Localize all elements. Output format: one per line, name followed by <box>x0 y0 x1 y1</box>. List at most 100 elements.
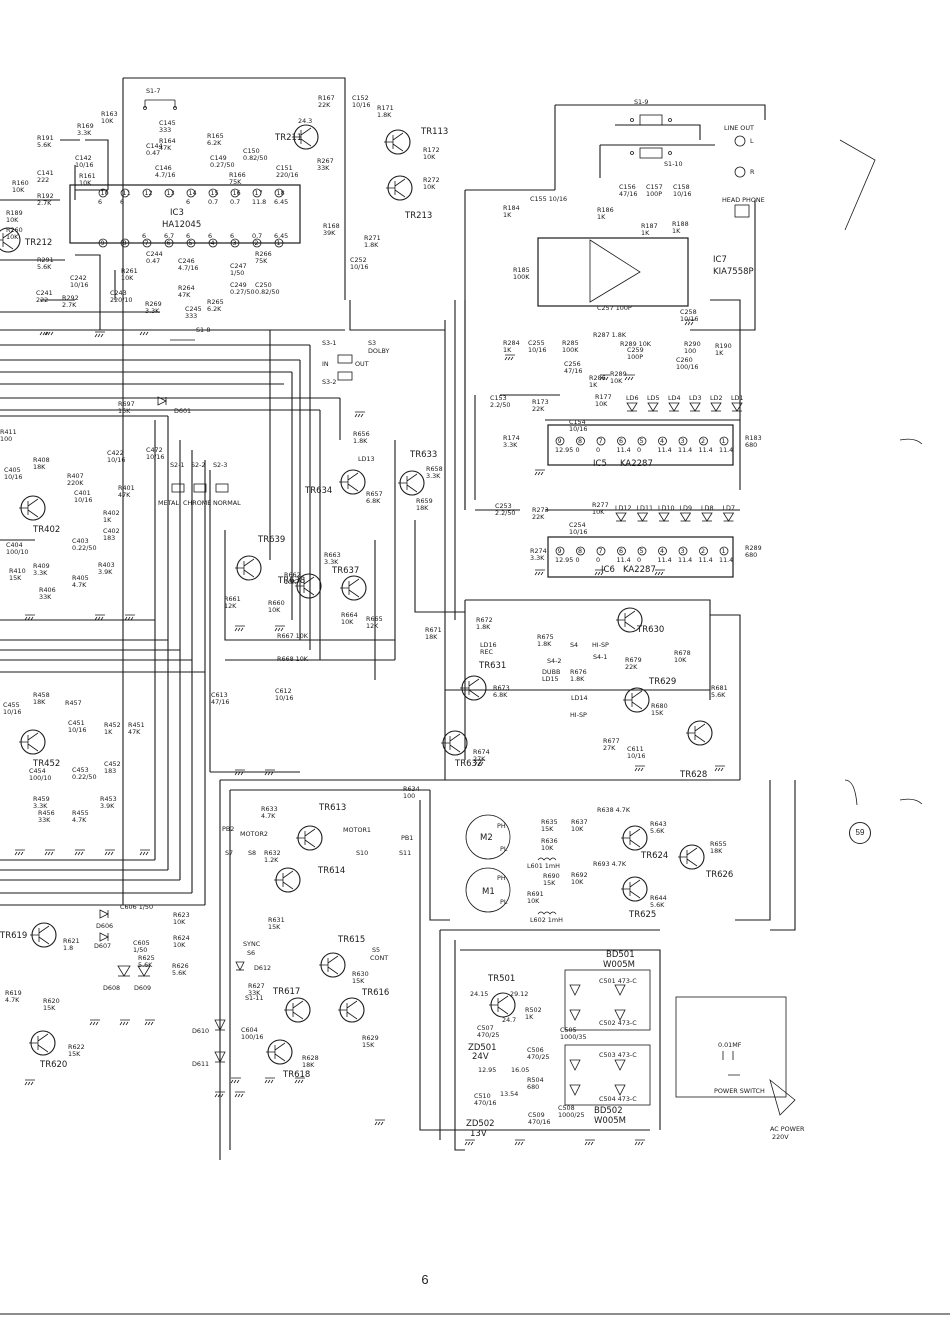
r623-label: 10K <box>173 918 186 926</box>
ic5-pin-voltage: 12.95 <box>555 446 573 454</box>
tr619-leads <box>30 925 50 945</box>
tr617-label: TR617 <box>272 987 300 997</box>
led-icon <box>689 402 701 412</box>
ic3-bot-pin-number: 1 <box>277 239 281 247</box>
ground-icon <box>124 614 135 621</box>
r285-label: 100K <box>562 346 579 354</box>
ic3-top-pin-voltage: 0.7 <box>230 198 240 206</box>
c246-label: 4.7/16 <box>178 264 198 272</box>
r628-label: 18K <box>302 1061 315 1069</box>
ic3-bot-pin <box>164 238 174 248</box>
c250-label: 0.82/50 <box>255 288 280 296</box>
r169-label: 3.3K <box>77 129 92 137</box>
r665-label: R665 <box>366 615 383 623</box>
ground-icon <box>374 1119 385 1126</box>
r697-value: 15K <box>118 407 131 415</box>
tr639-leads <box>235 558 255 578</box>
led-label: LD3 <box>689 394 702 402</box>
ic5-pin-number: 6 <box>619 437 623 445</box>
c506-label: 470/25 <box>527 1053 549 1061</box>
c153-label: C153 <box>490 394 507 402</box>
c612-label: C612 <box>275 687 292 695</box>
r635-label: R635 <box>541 818 558 826</box>
c152-label: C152 <box>352 94 369 102</box>
r672-label: 1.8K <box>476 623 491 631</box>
tr628-leads <box>686 723 706 743</box>
c506-label: C506 <box>527 1046 544 1054</box>
c260-label: 100/16 <box>676 363 698 371</box>
hi-sp-label: HI-SP <box>592 641 609 649</box>
c242-label: 10/16 <box>70 281 88 289</box>
ic5: IC5 KA2287 912.958070611.450411.4311.421… <box>547 394 744 469</box>
ground-icon <box>234 1091 245 1098</box>
r633-label: 4.7K <box>261 812 276 820</box>
s3-out-label: OUT <box>355 360 369 368</box>
r407-label: R407 <box>67 472 84 480</box>
c142-label: C142 <box>75 154 92 162</box>
ground-icon <box>234 769 245 776</box>
ic3-bot-pin-number: 9 <box>101 239 105 247</box>
r453-label: 3.9K <box>100 802 115 810</box>
r267-label: 33K <box>317 164 330 172</box>
ground-icon <box>624 374 635 381</box>
ic3-bot-pin <box>252 238 262 248</box>
ground-icon <box>474 759 485 766</box>
line-out-l-label: L <box>750 137 754 145</box>
ic6-pin-number: 1 <box>722 547 726 555</box>
c451-label: C451 <box>68 719 85 727</box>
r692-label: R692 <box>571 871 588 879</box>
tr613-label: TR613 <box>318 803 346 813</box>
r167-label: R167 <box>318 94 335 102</box>
c502-label: C502 473-C <box>599 1019 637 1027</box>
r630-label: 15K <box>352 977 365 985</box>
ic3-name: IC3 <box>170 208 184 218</box>
tr213-leads <box>386 178 406 198</box>
r663-label: 3.3K <box>324 558 339 566</box>
c508-label: C508 <box>558 1104 575 1112</box>
ld13-label: LD13 <box>358 455 375 463</box>
ic3-bot-pin-number: 5 <box>189 239 193 247</box>
tr619-label: TR619 <box>0 931 27 941</box>
r273-label: 22K <box>532 513 545 521</box>
ic5-pin <box>637 436 647 446</box>
diodes-d606-d611: D606 D607 D608 D609 D610 D611 <box>94 909 226 1068</box>
r284-label: R284 <box>503 339 520 347</box>
r627-label: R627 <box>248 982 265 990</box>
c256-label: C256 <box>564 360 581 368</box>
c604-label: 100/16 <box>241 1033 263 1041</box>
r408-label: 18K <box>33 463 46 471</box>
ground-icon <box>274 625 285 632</box>
ground-icon <box>14 849 25 856</box>
ic7-name: IC7 <box>713 255 727 265</box>
r260-label: 10K <box>6 233 19 241</box>
r658-label: 3.3K <box>426 472 441 480</box>
r409-label: R409 <box>33 562 50 570</box>
r680-label: R680 <box>651 702 668 710</box>
c142-label: 10/16 <box>75 161 93 169</box>
bd501-part: W005M <box>603 960 635 970</box>
r291-label: 5.6K <box>37 263 52 271</box>
s1-10-label: S1-10 <box>664 160 683 168</box>
c153-label: 2.2/50 <box>490 401 510 409</box>
c252-label: 10/16 <box>350 263 368 271</box>
tr113-label: TR113 <box>420 127 448 137</box>
ic3-top-pin-number: 10 <box>101 189 109 197</box>
r289b-label: R289 <box>610 370 627 378</box>
r659-label: 18K <box>416 504 429 512</box>
ground-icon <box>44 849 55 856</box>
c149-label: C149 <box>210 154 227 162</box>
tr631-label: TR631 <box>478 661 506 671</box>
c605-label: C605 <box>133 939 150 947</box>
r502-label: 1K <box>525 1013 534 1021</box>
ic5-pin <box>719 436 729 446</box>
led-icon <box>668 402 680 412</box>
r681-label: 5.6K <box>711 691 726 699</box>
ic3-top-pin <box>186 188 196 198</box>
c453-label: C453 <box>72 766 89 774</box>
ground-icon <box>230 1077 241 1084</box>
r266-label: 75K <box>255 257 268 265</box>
r405-label: 4.7K <box>72 581 87 589</box>
bd502-part: W005M <box>594 1116 626 1126</box>
